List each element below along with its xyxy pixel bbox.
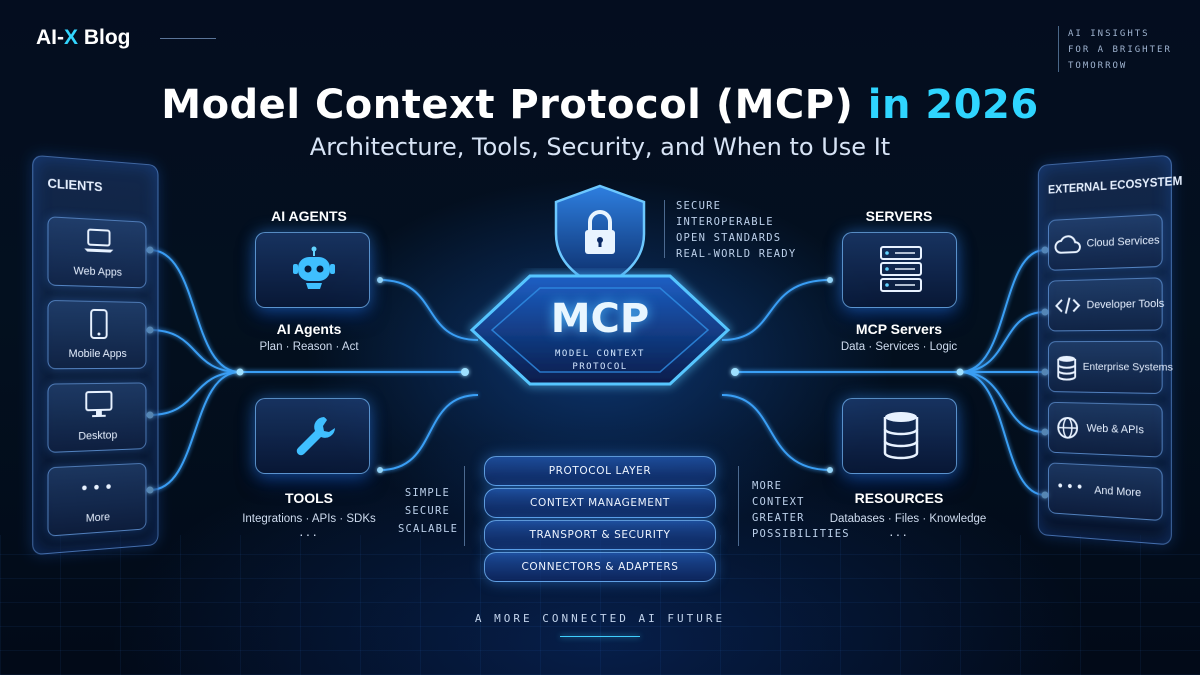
client-card-mobile-apps[interactable]: Mobile Apps <box>47 300 146 369</box>
laptop-icon <box>83 227 114 254</box>
wire-clients-web <box>150 250 240 372</box>
agents-name: AI Agents <box>238 321 380 337</box>
client-label: Web Apps <box>48 264 145 279</box>
mcp-title: MCP <box>480 296 720 342</box>
page-subtitle: Architecture, Tools, Security, and When … <box>0 133 1200 161</box>
tagline: AI INSIGHTS FOR A BRIGHTER TOMORROW <box>1068 26 1188 74</box>
monitor-icon <box>83 390 114 421</box>
left-qualities-divider <box>464 466 465 546</box>
layer-label: PROTOCOL LAYER <box>485 465 715 477</box>
footer-tagline: A MORE CONNECTED AI FUTURE <box>0 612 1200 625</box>
agents-desc: Plan · Reason · Act <box>238 341 380 353</box>
feature-item: SECURE <box>676 198 796 214</box>
servers-tile[interactable] <box>842 232 957 308</box>
ext-card-web-apis[interactable]: Web & APIs <box>1048 402 1163 458</box>
feature-item: REAL-WORLD READY <box>676 246 796 262</box>
ext-label: Developer Tools <box>1087 298 1165 312</box>
brand-divider <box>160 38 216 39</box>
brand-logo[interactable]: AI-X Blog <box>36 26 131 50</box>
wire-tools-core <box>380 395 478 470</box>
tagline-divider <box>1058 26 1059 72</box>
ext-label: And More <box>1094 485 1141 500</box>
client-label: Mobile Apps <box>48 348 145 360</box>
mcp-subtitle: MODEL CONTEXT PROTOCOL <box>520 348 680 374</box>
globe-icon <box>1055 415 1079 441</box>
layer-protocol[interactable]: PROTOCOL LAYER <box>484 456 716 486</box>
client-label: Desktop <box>48 428 145 443</box>
wire-ext-dev <box>960 312 1045 372</box>
resources-tile[interactable] <box>842 398 957 474</box>
quality-item: POSSIBILITIES <box>752 526 850 542</box>
quality-item: SECURE <box>398 502 450 520</box>
quality-item: SIMPLE <box>398 484 450 502</box>
layer-label: CONNECTORS & ADAPTERS <box>485 561 715 573</box>
tools-heading: TOOLS <box>238 490 380 506</box>
client-card-more[interactable]: ••• More <box>47 463 146 537</box>
tools-more: ··· <box>238 526 380 542</box>
features-divider <box>664 200 665 258</box>
wire-ext-web <box>960 372 1045 432</box>
servers-name: MCP Servers <box>828 321 970 337</box>
wire-core-resources <box>722 395 830 470</box>
ext-card-cloud[interactable]: Cloud Services <box>1048 214 1163 271</box>
wire-clients-more <box>150 372 240 490</box>
ellipsis-icon: ••• <box>48 476 145 500</box>
database-icon <box>1056 354 1077 382</box>
code-icon <box>1055 295 1081 317</box>
agents-heading: AI AGENTS <box>238 208 380 224</box>
right-qualities-divider <box>738 466 739 546</box>
servers-desc: Data · Services · Logic <box>828 341 970 353</box>
clients-heading: CLIENTS <box>47 175 102 194</box>
ext-card-developer-tools[interactable]: Developer Tools <box>1048 277 1163 331</box>
ellipsis-icon: ••• <box>1056 478 1085 495</box>
quality-item: SCALABLE <box>398 520 450 538</box>
wrench-icon <box>290 411 338 459</box>
tools-desc: Integrations · APIs · SDKs <box>225 513 393 525</box>
tools-tile[interactable] <box>255 398 370 474</box>
client-card-desktop[interactable]: Desktop <box>47 382 146 453</box>
quality-item: GREATER <box>752 510 850 526</box>
wire-clients-desktop <box>150 372 240 415</box>
server-rack-icon <box>877 243 925 295</box>
servers-heading: SERVERS <box>828 208 970 224</box>
wire-clients-mobile <box>150 330 240 372</box>
feature-item: OPEN STANDARDS <box>676 230 796 246</box>
core-features: SECURE INTEROPERABLE OPEN STANDARDS REAL… <box>676 198 796 262</box>
agents-tile[interactable] <box>255 232 370 308</box>
feature-item: INTEROPERABLE <box>676 214 796 230</box>
ext-label: Web & APIs <box>1087 423 1144 437</box>
layer-connectors-adapters[interactable]: CONNECTORS & ADAPTERS <box>484 552 716 582</box>
phone-icon <box>88 308 109 340</box>
ext-card-and-more[interactable]: ••• And More <box>1048 462 1163 521</box>
quality-item: CONTEXT <box>752 494 850 510</box>
right-qualities: MORE CONTEXT GREATER POSSIBILITIES <box>752 478 850 542</box>
layer-transport-security[interactable]: TRANSPORT & SECURITY <box>484 520 716 550</box>
external-heading: EXTERNAL ECOSYSTEM <box>1048 175 1182 196</box>
client-card-web-apps[interactable]: Web Apps <box>47 216 146 288</box>
layer-label: TRANSPORT & SECURITY <box>485 529 715 541</box>
database-icon <box>881 409 921 461</box>
external-ecosystem-panel: EXTERNAL ECOSYSTEM Cloud Services Develo… <box>1038 155 1172 546</box>
footer-accent-line <box>560 636 640 637</box>
clients-panel: CLIENTS Web Apps Mobile Apps Desktop •••… <box>32 155 158 555</box>
left-qualities: SIMPLE SECURE SCALABLE <box>398 484 450 538</box>
layer-context-management[interactable]: CONTEXT MANAGEMENT <box>484 488 716 518</box>
cloud-icon <box>1055 233 1081 256</box>
wire-ext-cloud <box>960 250 1045 372</box>
robot-icon <box>290 245 338 293</box>
layer-label: CONTEXT MANAGEMENT <box>485 497 715 509</box>
ext-label: Enterprise Systems <box>1083 361 1173 374</box>
quality-item: MORE <box>752 478 850 494</box>
ext-card-enterprise-systems[interactable]: Enterprise Systems <box>1048 341 1163 394</box>
client-label: More <box>48 509 145 528</box>
wire-ext-more <box>960 372 1045 495</box>
page-title: Model Context Protocol (MCP) in 2026 <box>0 82 1200 128</box>
ext-label: Cloud Services <box>1087 234 1160 249</box>
